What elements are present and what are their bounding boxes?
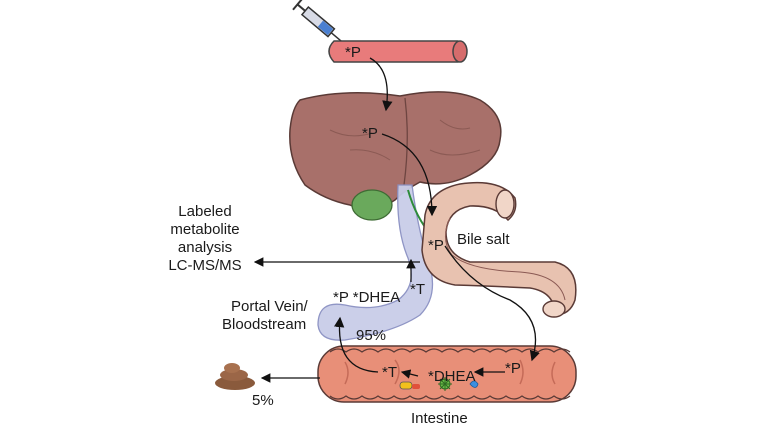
label-liver-p: *P xyxy=(362,125,378,142)
pill-icon xyxy=(469,380,479,388)
intestine xyxy=(317,345,577,403)
label-vein-t: *T xyxy=(410,281,425,298)
arrow-bile-to-intestine xyxy=(444,245,540,362)
syringe-icon xyxy=(292,0,346,45)
label-intestine-t: *T xyxy=(382,364,397,381)
blood-vessel xyxy=(328,40,468,63)
bacteria-icon xyxy=(438,377,452,391)
arrow-injection-to-liver xyxy=(369,57,393,112)
label-analysis-2: metabolite xyxy=(170,221,240,238)
label-portal-vein-2: Bloodstream xyxy=(222,316,307,333)
label-bile-salt: Bile salt xyxy=(457,231,510,248)
pill-icon xyxy=(399,381,420,390)
arrow-dhea-to-t xyxy=(400,369,419,379)
label-syringe-p: *P xyxy=(345,44,361,61)
arrow-intestine-to-vein xyxy=(333,316,379,373)
label-analysis-4: LC-MS/MS xyxy=(168,257,242,274)
label-5-percent: 5% xyxy=(252,392,274,409)
liver xyxy=(289,91,502,211)
label-intestine-dhea: *DHEA xyxy=(428,368,476,385)
label-95-percent: 95% xyxy=(356,327,387,344)
gallbladder xyxy=(351,189,393,221)
feces-icon xyxy=(215,363,255,390)
label-vein-p-dhea: *P *DHEA xyxy=(333,289,401,306)
label-intestine-p: *P xyxy=(505,360,521,377)
duodenum xyxy=(421,181,577,318)
label-portal-vein-1: Portal Vein/ xyxy=(231,298,308,315)
arrow-liver-to-bile xyxy=(381,133,438,217)
label-analysis-3: analysis xyxy=(177,239,233,256)
label-analysis-1: Labeled xyxy=(178,203,232,220)
label-bile-p: *P xyxy=(428,237,444,254)
label-intestine: Intestine xyxy=(411,410,468,427)
